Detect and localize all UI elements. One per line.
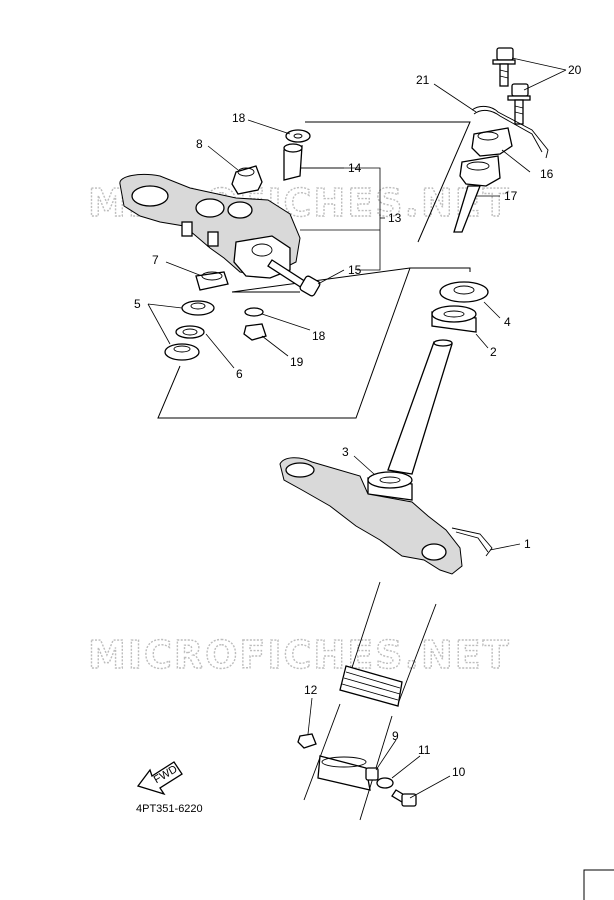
callout-3: 3 bbox=[342, 445, 349, 459]
steering-stem-tube bbox=[387, 339, 453, 475]
callout-17: 17 bbox=[504, 189, 518, 203]
bearing-3 bbox=[367, 471, 413, 501]
figure-code: 4PT351-6220 bbox=[136, 803, 203, 815]
bearing-2 bbox=[431, 305, 477, 333]
callout-6: 6 bbox=[236, 367, 243, 381]
collar-14 bbox=[283, 143, 303, 181]
clamp-9 bbox=[317, 755, 379, 791]
callout-10: 10 bbox=[452, 765, 466, 779]
nut-12 bbox=[297, 733, 317, 749]
fork-tube bbox=[303, 581, 437, 821]
cap-nut-8 bbox=[231, 165, 263, 195]
bolt-20-left bbox=[492, 47, 516, 87]
callout-15: 15 bbox=[348, 263, 362, 277]
callout-7: 7 bbox=[152, 253, 159, 267]
lock-washer-7 bbox=[195, 271, 229, 291]
rubber-washer-6 bbox=[175, 325, 205, 339]
handle-holder-17 bbox=[453, 155, 501, 233]
ring-nut-5-upper bbox=[181, 300, 215, 316]
callout-13: 13 bbox=[388, 211, 402, 225]
ring-nut-5-lower bbox=[164, 343, 200, 361]
callout-4: 4 bbox=[504, 315, 511, 329]
callout-11: 11 bbox=[418, 743, 431, 757]
group-frame-upper bbox=[157, 121, 471, 419]
callout-1: 1 bbox=[524, 537, 531, 551]
washer-11 bbox=[376, 777, 394, 789]
handle-holder-16 bbox=[471, 127, 513, 157]
callout-18-top: 18 bbox=[232, 111, 246, 125]
callout-21: 21 bbox=[416, 73, 430, 87]
washer-18-top bbox=[285, 129, 311, 143]
callout-14: 14 bbox=[348, 161, 362, 175]
watermark-bottom: MICROFICHES.NET bbox=[88, 633, 511, 677]
callout-12: 12 bbox=[304, 683, 318, 697]
washer-18-mid bbox=[244, 307, 264, 317]
callout-16: 16 bbox=[540, 167, 554, 181]
callout-5: 5 bbox=[134, 297, 141, 311]
corner-frame-mark bbox=[583, 869, 614, 900]
callout-labels: 1 2 3 4 5 6 7 8 9 10 11 12 13 14 15 16 1… bbox=[134, 63, 582, 779]
callout-19: 19 bbox=[290, 355, 304, 369]
wire-clip-21 bbox=[471, 105, 549, 159]
fwd-arrow-icon: FWD bbox=[136, 761, 183, 796]
leader-lines bbox=[147, 57, 567, 799]
callout-2: 2 bbox=[490, 345, 497, 359]
bolt-20-right bbox=[507, 83, 531, 125]
callout-18-mid: 18 bbox=[312, 329, 326, 343]
bolt-10 bbox=[391, 789, 417, 807]
callout-20: 20 bbox=[568, 63, 582, 77]
bearing-cover-4 bbox=[439, 281, 489, 303]
nut-19 bbox=[243, 323, 267, 341]
callout-9: 9 bbox=[392, 729, 399, 743]
lower-bracket-1 bbox=[279, 457, 493, 575]
callout-8: 8 bbox=[196, 137, 203, 151]
pinch-bolt-15 bbox=[267, 259, 321, 297]
